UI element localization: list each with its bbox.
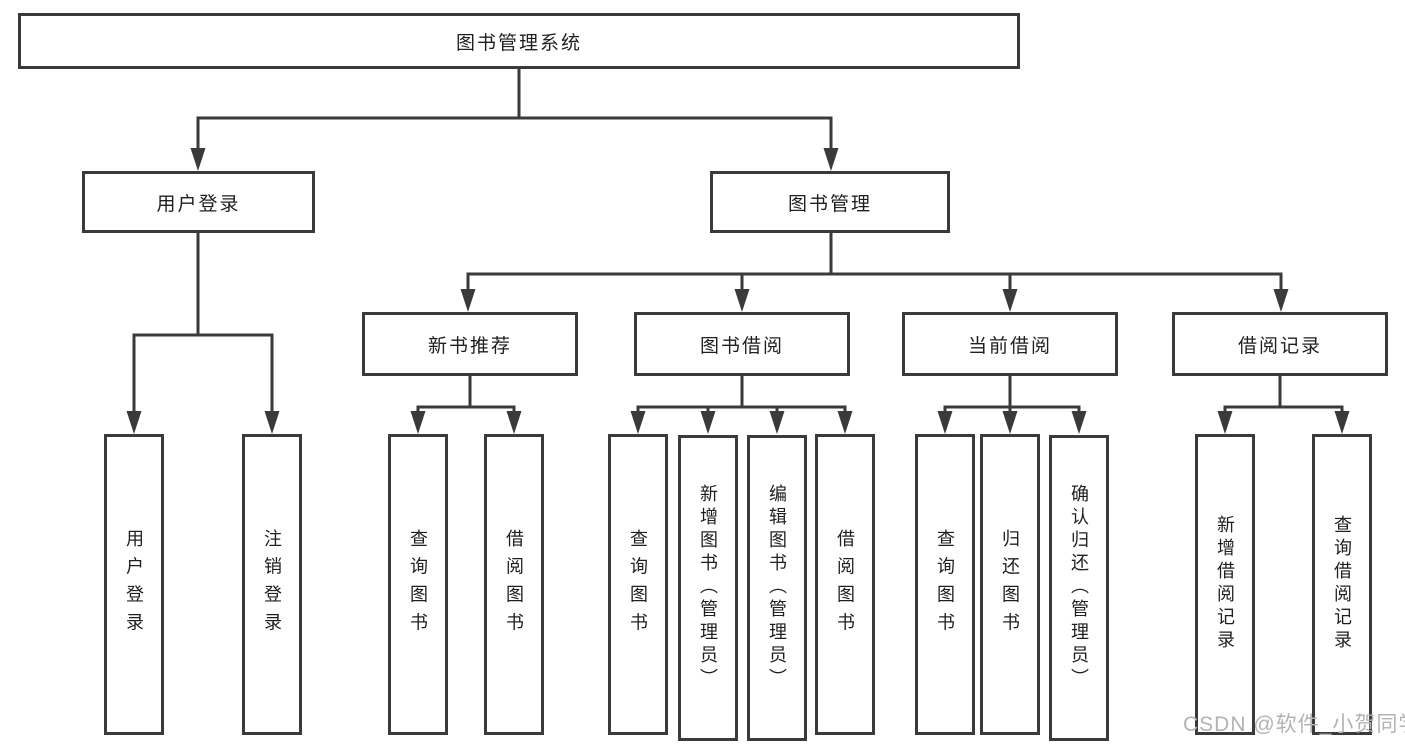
leaf-return-book: 归还图书 — [980, 434, 1040, 735]
leaf-query-borrow-record: 查询借阅记录 — [1312, 434, 1372, 735]
node-user-login: 用户登录 — [82, 171, 315, 233]
leaf-add-borrow-record: 新增借阅记录 — [1195, 434, 1255, 735]
leaf-confirm-return-admin: 确认归还（管理员） — [1049, 435, 1109, 741]
node-current-borrow: 当前借阅 — [902, 312, 1118, 376]
leaf-query-book-borrow: 查询图书 — [608, 434, 668, 735]
leaf-logout: 注销登录 — [242, 434, 302, 735]
node-book-management: 图书管理 — [710, 171, 950, 233]
node-new-book-recommend: 新书推荐 — [362, 312, 578, 376]
leaf-edit-book-admin: 编辑图书（管理员） — [747, 435, 807, 741]
node-borrow-records: 借阅记录 — [1172, 312, 1388, 376]
node-book-borrow: 图书借阅 — [634, 312, 850, 376]
leaf-query-book-newrec: 查询图书 — [388, 434, 448, 735]
csdn-watermark: CSDN @软件_小贺同学 — [1183, 713, 1405, 736]
node-root-library-management-system: 图书管理系统 — [18, 13, 1020, 69]
leaf-borrow-book: 借阅图书 — [815, 434, 875, 735]
leaf-user-login: 用户登录 — [104, 434, 164, 735]
leaf-add-book-admin: 新增图书（管理员） — [678, 435, 738, 741]
leaf-borrow-book-newrec: 借阅图书 — [484, 434, 544, 735]
leaf-query-book-current: 查询图书 — [915, 434, 975, 735]
